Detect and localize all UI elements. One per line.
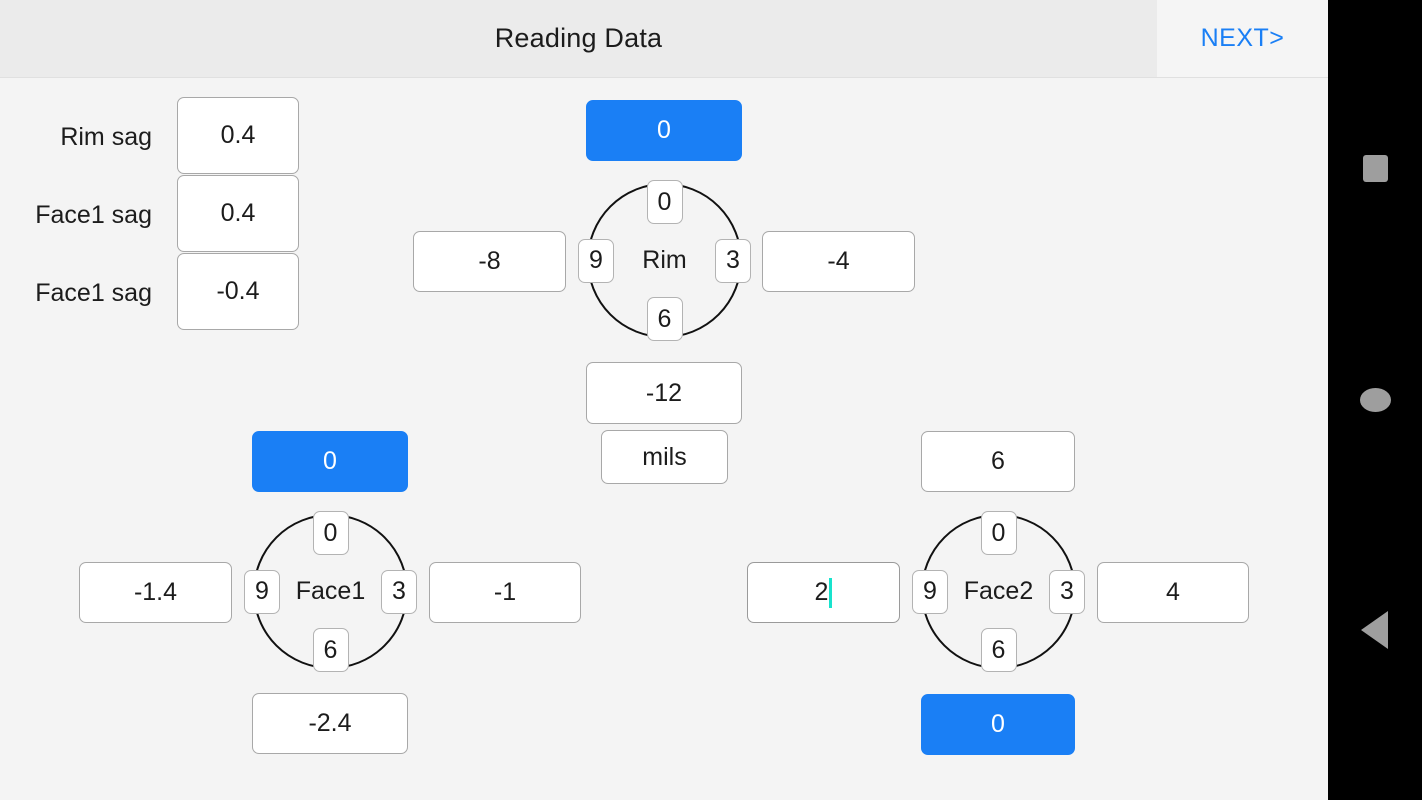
rim-dial[interactable]: Rim 0 3 6 9 bbox=[578, 180, 751, 341]
face2-reading-top[interactable]: 6 bbox=[921, 431, 1075, 492]
face2-tick-12oclock[interactable]: 0 bbox=[980, 511, 1017, 555]
face2-reading-right[interactable]: 4 bbox=[1097, 562, 1249, 623]
face2-dial-label: Face2 bbox=[963, 577, 1034, 605]
sag-label-2: Face1 sag bbox=[35, 279, 152, 307]
sag-input-2[interactable]: -0.4 bbox=[177, 253, 299, 330]
face2-dial[interactable]: Face2 0 3 6 9 bbox=[912, 511, 1085, 672]
sag-label-0: Rim sag bbox=[60, 123, 152, 151]
app-header: Reading Data NEXT> bbox=[0, 0, 1328, 78]
circle-icon[interactable] bbox=[1360, 388, 1391, 412]
face1-reading-top[interactable]: 0 bbox=[252, 431, 408, 492]
rim-reading-right[interactable]: -4 bbox=[762, 231, 915, 292]
rim-reading-top[interactable]: 0 bbox=[586, 100, 742, 161]
face1-dial[interactable]: Face1 0 3 6 9 bbox=[244, 511, 417, 672]
dial-group-face2: 6 2 4 0 Face2 0 3 6 9 bbox=[0, 0, 1422, 755]
face1-dial-label: Face1 bbox=[295, 577, 366, 605]
face1-reading-right[interactable]: -1 bbox=[429, 562, 581, 623]
rim-tick-3oclock[interactable]: 3 bbox=[715, 238, 751, 283]
face1-tick-3oclock[interactable]: 3 bbox=[381, 569, 417, 614]
sag-input-1[interactable]: 0.4 bbox=[177, 175, 299, 252]
rim-tick-9oclock[interactable]: 9 bbox=[578, 238, 614, 283]
square-icon[interactable] bbox=[1363, 155, 1388, 182]
units-input[interactable]: mils bbox=[601, 430, 728, 484]
sag-input-0[interactable]: 0.4 bbox=[177, 97, 299, 174]
face2-tick-9oclock[interactable]: 9 bbox=[912, 569, 948, 614]
sag-label-1: Face1 sag bbox=[35, 201, 152, 229]
face1-tick-12oclock[interactable]: 0 bbox=[312, 511, 349, 555]
android-navbar bbox=[1328, 0, 1422, 800]
page-title: Reading Data bbox=[494, 23, 663, 53]
rim-tick-6oclock[interactable]: 6 bbox=[646, 297, 683, 341]
face1-tick-9oclock[interactable]: 9 bbox=[244, 569, 280, 614]
rim-reading-bottom[interactable]: -12 bbox=[586, 362, 742, 424]
face2-reading-bottom[interactable]: 0 bbox=[921, 694, 1075, 755]
rim-reading-left[interactable]: -8 bbox=[413, 231, 566, 292]
face1-reading-left[interactable]: -1.4 bbox=[79, 562, 232, 623]
next-button[interactable]: NEXT> bbox=[1157, 0, 1328, 77]
rim-tick-12oclock[interactable]: 0 bbox=[646, 180, 683, 224]
face2-reading-left[interactable]: 2 bbox=[747, 562, 900, 623]
text-cursor bbox=[829, 577, 833, 608]
triangle-left-icon[interactable] bbox=[1361, 611, 1388, 649]
rim-dial-label: Rim bbox=[642, 246, 687, 274]
face1-reading-bottom[interactable]: -2.4 bbox=[252, 693, 408, 754]
face2-tick-6oclock[interactable]: 6 bbox=[980, 628, 1017, 672]
face1-tick-6oclock[interactable]: 6 bbox=[312, 628, 349, 672]
next-button-label: NEXT> bbox=[1200, 24, 1285, 52]
face2-tick-3oclock[interactable]: 3 bbox=[1049, 569, 1085, 614]
face2-reading-left-value: 2 bbox=[814, 578, 829, 606]
